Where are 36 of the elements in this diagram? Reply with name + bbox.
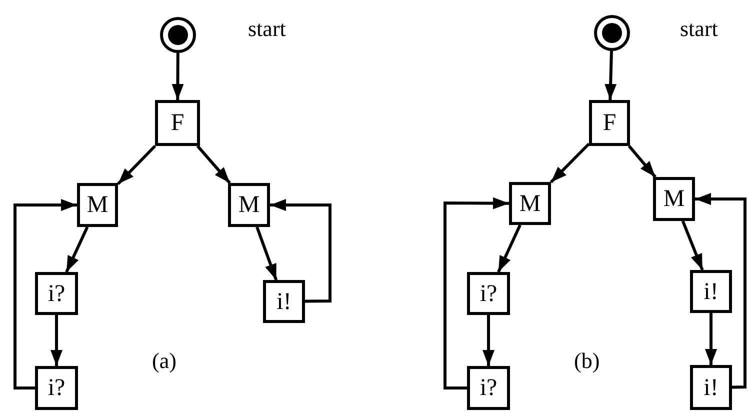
arrow	[172, 52, 184, 100]
state-box: M	[653, 177, 695, 221]
state-box: F	[589, 100, 630, 146]
state-box: i!	[263, 280, 305, 323]
state-box: i!	[690, 365, 732, 410]
arrow	[604, 50, 617, 100]
start-circle	[594, 15, 630, 51]
arrow	[550, 142, 590, 184]
state-box: i!	[690, 270, 732, 313]
arrow	[270, 199, 332, 303]
arrow	[116, 144, 156, 186]
arrow	[256, 226, 278, 281]
state-box: i?	[467, 366, 510, 410]
start-label: start	[248, 18, 286, 40]
arrow	[65, 226, 89, 273]
arrow	[50, 315, 62, 366]
arrow	[628, 145, 656, 178]
state-box: i?	[35, 272, 78, 315]
arrow	[482, 315, 494, 366]
panel-label: (b)	[574, 350, 600, 372]
arrow	[681, 220, 704, 271]
state-box: M	[509, 182, 551, 225]
start-label: start	[680, 18, 718, 40]
arrow	[444, 197, 509, 390]
arrow	[196, 145, 231, 184]
panel-label: (a)	[152, 350, 176, 372]
arrow	[14, 199, 77, 390]
state-box: M	[77, 183, 118, 227]
state-box: F	[155, 100, 200, 146]
state-box: M	[228, 183, 270, 227]
arrow	[497, 224, 522, 273]
start-circle	[160, 17, 196, 53]
arrow	[705, 313, 717, 365]
state-box: i?	[467, 272, 510, 315]
arrow	[695, 193, 746, 389]
state-box: i?	[35, 366, 78, 410]
